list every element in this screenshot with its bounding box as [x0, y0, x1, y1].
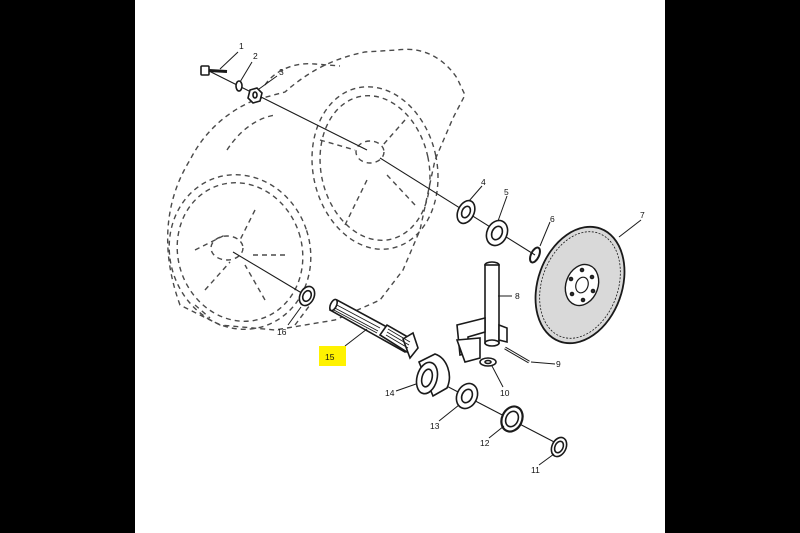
callout-2: 2	[253, 51, 258, 61]
callout-10: 10	[500, 388, 510, 398]
bearing-race-part	[500, 405, 524, 433]
washer-part	[235, 80, 243, 92]
bearing-part	[485, 219, 509, 247]
callout-15: 15	[325, 352, 335, 362]
leader-lines	[219, 51, 642, 466]
splined-shaft-part	[328, 298, 419, 360]
shaft-seal-part	[298, 285, 316, 307]
callout-7: 7	[640, 210, 645, 220]
exploded-parts-diagram: 1 2 3 4 5 6 7 8 9 10 11 12 13 14 15 16	[167, 41, 645, 475]
upper-axis-line	[379, 157, 536, 256]
callout-11: 11	[531, 465, 540, 475]
bolt-axis-line	[206, 69, 368, 151]
lower-axis-line	[232, 251, 306, 296]
callout-16: 16	[277, 327, 287, 337]
callout-13: 13	[430, 421, 440, 431]
callout-9: 9	[556, 359, 561, 369]
callout-14: 14	[385, 388, 395, 398]
shaft-axis-line	[434, 379, 561, 446]
bolt-part	[200, 65, 228, 76]
callout-1: 1	[239, 41, 244, 51]
nut-part	[247, 87, 263, 104]
callout-15-highlight	[319, 346, 346, 366]
lever-washer-part	[479, 357, 497, 367]
callout-8: 8	[515, 291, 520, 301]
flex-plate-part	[534, 225, 626, 345]
callout-6: 6	[550, 214, 555, 224]
pin-part	[504, 346, 530, 364]
callout-4: 4	[481, 177, 486, 187]
retaining-ring-part	[529, 246, 541, 264]
ring-part	[550, 436, 568, 458]
callout-3: 3	[279, 67, 284, 77]
callout-5: 5	[504, 187, 509, 197]
callout-labels: 1 2 3 4 5 6 7 8 9 10 11 12 13 14 15 16	[239, 41, 645, 475]
callout-12: 12	[480, 438, 490, 448]
shift-lever-part	[455, 261, 508, 363]
seal-part	[456, 199, 476, 225]
diagram-sheet: 1 2 3 4 5 6 7 8 9 10 11 12 13 14 15 16	[135, 0, 665, 533]
clutch-collar-part	[415, 353, 451, 398]
shaft-bearing-part	[455, 382, 479, 410]
